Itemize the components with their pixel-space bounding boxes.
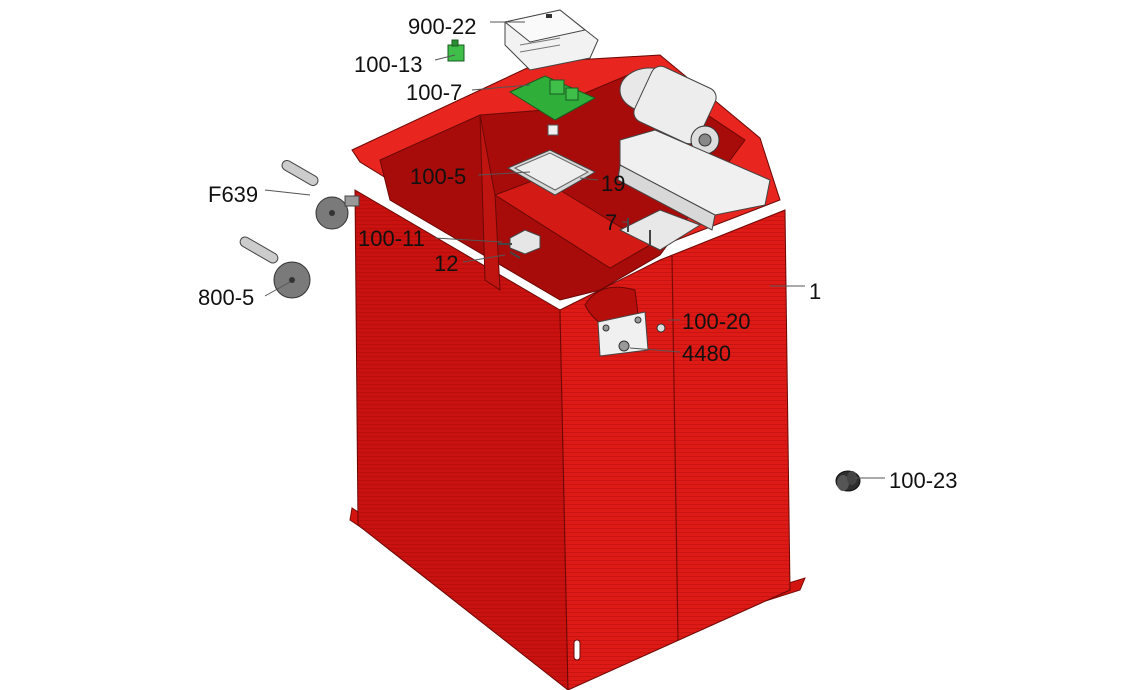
label-100-11: 100-11	[358, 226, 425, 251]
cabinet-inner-wall	[479, 114, 501, 291]
switch-100-11	[498, 229, 541, 259]
label-1: 1	[809, 279, 821, 304]
knob-f639	[281, 160, 360, 230]
motor-assembly	[617, 65, 771, 231]
label-100-5: 100-5	[410, 164, 466, 189]
mounting-plate-7	[618, 209, 702, 251]
callout-labels: 900-22 100-13 100-7 F639 100-5 19 7 100-…	[198, 14, 958, 493]
pcb-100-7	[508, 75, 597, 136]
label-4480: 4480	[682, 341, 731, 366]
label-7: 7	[605, 210, 617, 235]
label-f639: F639	[208, 182, 258, 207]
module-100-5	[506, 149, 597, 196]
cabinet-foot-slot	[573, 639, 581, 661]
spring-100-23	[835, 470, 861, 492]
cabinet-body	[349, 54, 806, 690]
knob-800-5	[239, 236, 311, 299]
label-100-23: 100-23	[889, 468, 958, 493]
label-12: 12	[434, 251, 458, 276]
label-100-13: 100-13	[354, 52, 423, 77]
terminal-100-13	[447, 39, 465, 62]
label-19: 19	[601, 171, 625, 196]
plate-100-20	[597, 311, 666, 357]
label-900-22: 900-22	[408, 14, 477, 39]
cover-900-22	[503, 9, 599, 71]
leader-lines	[264, 21, 885, 479]
label-800-5: 800-5	[198, 285, 254, 310]
label-100-7: 100-7	[406, 80, 462, 105]
label-100-20: 100-20	[682, 309, 751, 334]
